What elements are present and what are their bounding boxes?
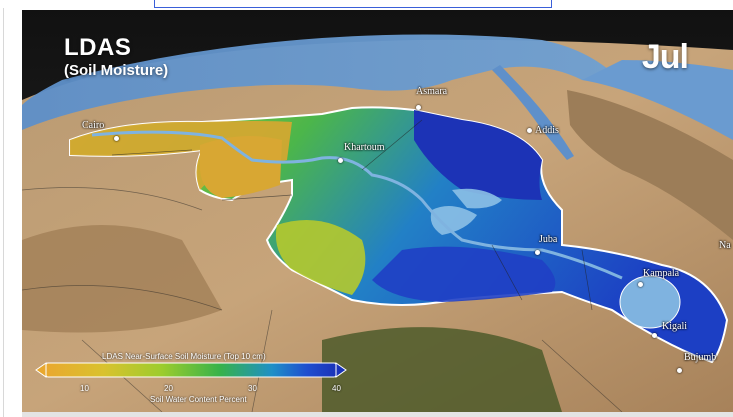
legend-tick-10: 10 — [80, 384, 89, 393]
legend-tick-40: 40 — [332, 384, 341, 393]
city-label-juba: Juba — [539, 234, 558, 245]
month-label: Jul — [641, 38, 689, 76]
city-marker-juba — [535, 250, 540, 255]
city-label-asmara: Asmara — [416, 86, 448, 97]
city-label-addis: Addis — [535, 125, 559, 136]
color-legend: LDAS Near-Surface Soil Moisture (Top 10 … — [46, 352, 366, 412]
title-sub: (Soil Moisture) — [64, 62, 169, 79]
legend-tick-20: 20 — [164, 384, 173, 393]
legend-title: LDAS Near-Surface Soil Moisture (Top 10 … — [102, 352, 266, 361]
city-marker-asmara — [416, 105, 421, 110]
city-marker-kampala — [638, 282, 643, 287]
city-marker-kigali — [652, 333, 657, 338]
legend-unit: Soil Water Content Percent — [150, 395, 247, 404]
city-label-nairobi: Na — [719, 240, 731, 251]
bottom-strip — [22, 412, 733, 417]
legend-tick-30: 30 — [248, 384, 257, 393]
map-canvas — [22, 10, 733, 412]
city-marker-bujumbura — [677, 368, 682, 373]
city-label-cairo: Cairo — [82, 120, 105, 131]
city-label-kigali: Kigali — [662, 321, 687, 332]
left-divider — [3, 8, 4, 417]
city-label-kampala: Kampala — [643, 268, 680, 279]
city-marker-cairo — [114, 136, 119, 141]
map-title: LDAS (Soil Moisture) — [64, 34, 169, 79]
soil-moisture-map: LDAS (Soil Moisture) Jul Cairo Asmara Ad… — [22, 10, 733, 412]
url-input-bar[interactable] — [154, 0, 552, 8]
city-marker-khartoum — [338, 158, 343, 163]
city-label-khartoum: Khartoum — [344, 142, 385, 153]
title-main: LDAS — [64, 34, 132, 61]
city-label-bujumbura: Bujumb — [684, 352, 717, 363]
city-marker-addis — [527, 128, 532, 133]
